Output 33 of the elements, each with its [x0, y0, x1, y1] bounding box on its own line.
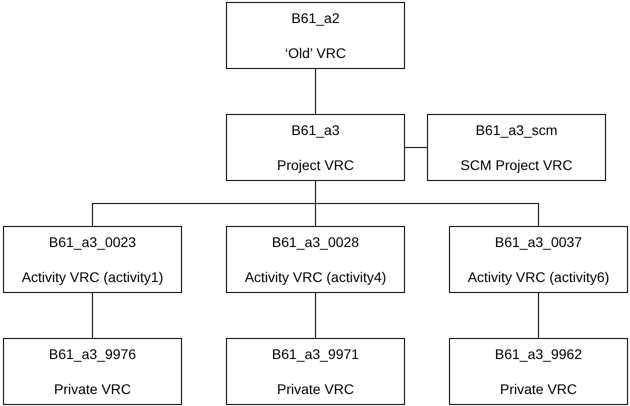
- connector-line: [315, 180, 539, 226]
- node-label: Private VRC: [500, 380, 578, 398]
- process-box: [226, 2, 405, 69]
- connector-line: [538, 292, 539, 338]
- node-id: B61_a2: [291, 9, 340, 27]
- node-label: SCM Project VRC: [460, 156, 573, 174]
- node-id: B61_a3_9962: [494, 345, 582, 363]
- node-label: Activity VRC (activity1): [22, 268, 164, 286]
- node-id: B61_a3_scm: [476, 121, 558, 139]
- process-box: [449, 226, 628, 293]
- process-box: [226, 338, 405, 405]
- process-box: [226, 226, 405, 293]
- process-box: [449, 338, 628, 405]
- node-label: Activity VRC (activity4): [244, 268, 386, 286]
- process-box: [226, 114, 405, 181]
- node-id: B61_a3_9971: [272, 345, 360, 363]
- node-id: B61_a3_9976: [48, 345, 136, 363]
- node-id: B61_a3_0023: [48, 233, 136, 251]
- node-label: Private VRC: [54, 380, 132, 398]
- connector-line: [315, 68, 316, 114]
- node-label: Activity VRC (activity6): [468, 268, 610, 286]
- node-label: Private VRC: [276, 380, 354, 398]
- node-id: B61_a3: [291, 121, 340, 139]
- node-id: B61_a3_0028: [272, 233, 360, 251]
- node-id: B61_a3_0037: [494, 233, 582, 251]
- connector-line: [404, 147, 428, 148]
- connector-line: [92, 292, 93, 338]
- process-box: [427, 114, 606, 181]
- process-box: [3, 338, 182, 405]
- connector-line: [315, 292, 316, 338]
- node-label: Project VRC: [276, 156, 354, 174]
- node-label: ‘Old’ VRC: [285, 44, 346, 62]
- process-box: [3, 226, 182, 293]
